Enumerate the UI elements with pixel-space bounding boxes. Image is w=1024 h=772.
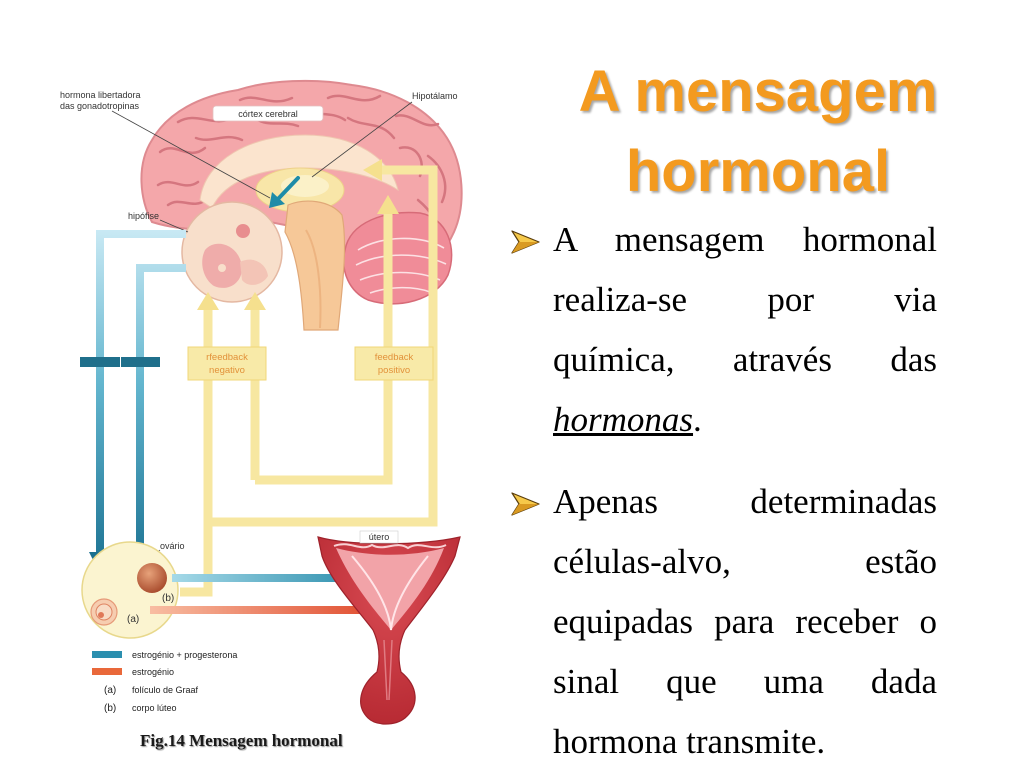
bullet-1-suffix: . <box>693 400 702 439</box>
graafian-follicle <box>90 598 118 626</box>
legend-marker-a: (a) <box>104 685 116 696</box>
bullet-2-line: sinal que uma dada <box>553 662 937 701</box>
bullet-1-line: realiza-se por via <box>553 280 937 319</box>
uterus-label: útero <box>359 530 399 544</box>
pituitary <box>181 201 283 303</box>
bullet-1-line: A mensagem hormonal <box>553 220 937 259</box>
positive-feedback-line1: feedback <box>375 352 414 363</box>
cortex-label: córtex cerebral <box>212 105 324 122</box>
uterus-label-text: útero <box>369 532 390 542</box>
positive-feedback-box: feedback positivo <box>354 346 434 381</box>
cerebellum <box>343 211 453 305</box>
legend-label-corpus-luteum: corpo lúteo <box>132 703 177 713</box>
legend-swatch-estrogen <box>92 668 122 675</box>
corpus-callosum <box>199 134 399 209</box>
corpus-luteum <box>137 563 167 593</box>
figure-caption: Fig.14 Mensagem hormonal <box>140 731 343 750</box>
bullet-2-line: células-alvo, estão <box>553 542 937 581</box>
releasing-hormone-label-line1: hormona libertadora <box>60 90 141 100</box>
slide-title: A mensagem hormonal <box>560 52 956 212</box>
bullet-2-line: equipadas para receber o <box>553 602 937 641</box>
legend-label-estrogen: estrogénio <box>132 667 174 677</box>
arrow-bullet-icon <box>511 492 540 516</box>
legend: estrogénio + progesterona estrogénio (a)… <box>92 650 237 714</box>
positive-feedback-line2: positivo <box>378 365 410 376</box>
bullet-1-line: química, através das <box>553 340 937 379</box>
negative-feedback-box: rfeedback negativo <box>187 346 267 381</box>
corpus-luteum-marker: (b) <box>162 593 174 604</box>
hormonal-message-diagram: córtex cerebral <box>60 79 463 725</box>
hypothalamus-label: Hipotálamo <box>412 91 458 101</box>
legend-marker-b: (b) <box>104 703 116 714</box>
legend-swatch-estrogen-progesterone <box>92 651 122 658</box>
follicle-marker: (a) <box>127 614 139 625</box>
legend-label-estrogen-progesterone: estrogénio + progesterona <box>132 650 237 660</box>
feedback-arrowheads <box>197 159 399 310</box>
slide-title-line2: hormonal <box>625 139 891 204</box>
bullet-2-line: Apenas determinadas <box>553 482 937 521</box>
arrow-bullet-icon <box>511 230 540 254</box>
hormonas-term: hormonas <box>553 400 694 439</box>
negative-feedback-line2: negativo <box>209 365 245 376</box>
releasing-hormone-label-line2: das gonadotropinas <box>60 101 140 111</box>
brainstem <box>284 200 346 331</box>
cortex-label-text: córtex cerebral <box>238 109 298 119</box>
gonadotropin-arrows <box>80 230 186 574</box>
legend-label-graafian-follicle: folículo de Graaf <box>132 685 199 695</box>
pituitary-label: hipófise <box>128 211 159 221</box>
bullet-2-line: hormona transmite. <box>553 722 826 761</box>
uterus <box>317 536 461 725</box>
negative-feedback-line1: rfeedback <box>206 352 248 363</box>
bullet-1: A mensagem hormonal realiza-se por via q… <box>553 210 937 450</box>
releasing-hormone-arrow <box>269 176 300 208</box>
slide-title-line1: A mensagem <box>578 59 938 124</box>
bullet-2: Apenas determinadas células-alvo, estão … <box>553 472 937 772</box>
ovary-label: ovário <box>160 541 185 551</box>
bullet-1-line: hormonas. <box>553 390 937 450</box>
feedback-lines <box>180 165 438 597</box>
